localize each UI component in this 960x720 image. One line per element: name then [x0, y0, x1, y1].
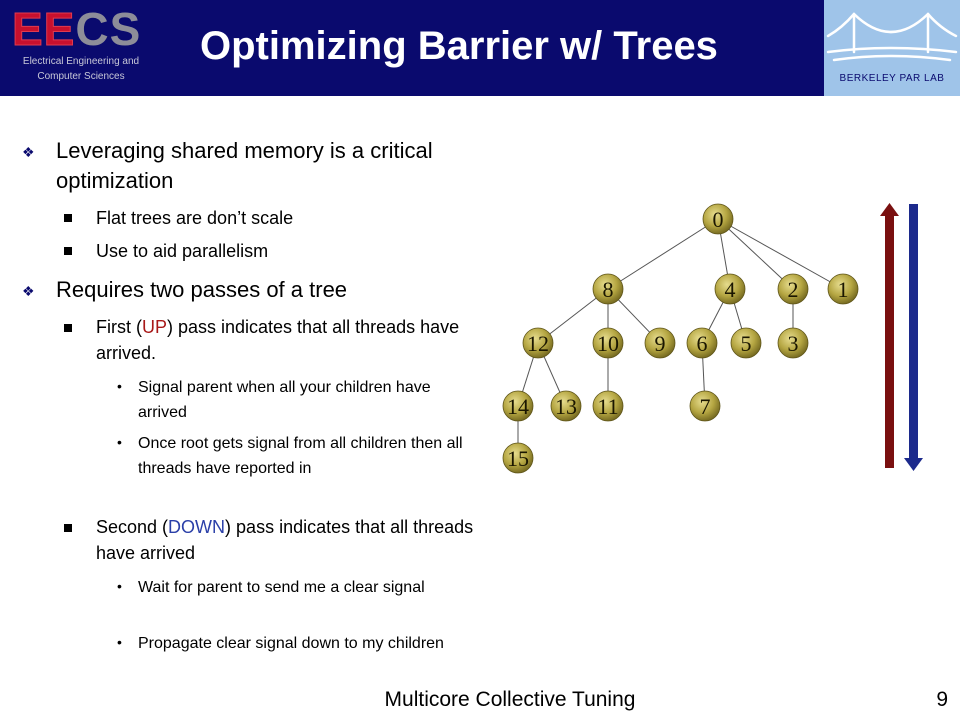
tree-node-0: 0 [702, 203, 734, 235]
dot-bullet-icon: • [117, 578, 122, 594]
tree-node-label: 6 [697, 331, 708, 356]
tree-node-5: 5 [730, 327, 762, 359]
tree-node-13: 13 [550, 390, 582, 422]
tree-node-label: 10 [597, 331, 619, 356]
tree-node-12: 12 [522, 327, 554, 359]
tree-node-label: 3 [788, 331, 799, 356]
tree-node-label: 15 [507, 446, 529, 471]
lab-name: BERKELEY PAR LAB [839, 73, 945, 84]
slide-title: Optimizing Barrier w/ Trees [200, 24, 718, 68]
down-keyword: DOWN [168, 517, 226, 537]
tree-node-label: 12 [527, 331, 549, 356]
tree-node-14: 14 [502, 390, 534, 422]
bridge-icon [826, 12, 958, 62]
down-arrow-head [904, 458, 923, 471]
eecs-logo: EECS Electrical Engineering and Computer… [8, 4, 154, 88]
square-bullet-icon [64, 324, 72, 332]
eecs-logo-wordmark: EECS [11, 3, 142, 55]
up-arrow-head [880, 203, 899, 216]
up-pass-arrow [880, 203, 899, 468]
page-number: 9 [936, 688, 948, 711]
tree-node-label: 1 [838, 277, 849, 302]
tree-node-15: 15 [502, 442, 534, 474]
tree-node-1: 1 [827, 273, 859, 305]
square-bullet-icon [64, 247, 72, 255]
tree-node-label: 9 [655, 331, 666, 356]
tree-node-label: 11 [597, 394, 618, 419]
tree-node-label: 2 [788, 277, 799, 302]
footer-title: Multicore Collective Tuning [384, 688, 636, 711]
tree-node-8: 8 [592, 273, 624, 305]
tree-node-7: 7 [689, 390, 721, 422]
dot-bullet-icon: • [117, 378, 122, 394]
tree-node-label: 4 [725, 277, 736, 302]
down-pass-arrow [904, 204, 923, 471]
sub-bullet-down-pass: Second (DOWN) pass indicates that all th… [96, 517, 474, 563]
tree-node-label: 13 [555, 394, 577, 419]
detail-root-signal: Once root gets signal from all children … [138, 435, 463, 477]
bullet-leveraging: Leveraging shared memory is a critical o… [56, 138, 433, 193]
detail-signal-parent: Signal parent when all your children hav… [138, 379, 431, 421]
down-arrow-shaft [909, 204, 918, 458]
header-bar: EECS Electrical Engineering and Computer… [0, 0, 960, 96]
square-bullet-icon [64, 214, 72, 222]
tree-node-11: 11 [592, 390, 624, 422]
sub-bullet-flat-trees: Flat trees are don’t scale [96, 208, 294, 228]
tree-node-label: 5 [741, 331, 752, 356]
tree-node-2: 2 [777, 273, 809, 305]
tree-node-6: 6 [686, 327, 718, 359]
tree-node-3: 3 [777, 327, 809, 359]
tree-node-9: 9 [644, 327, 676, 359]
bullet-two-passes: Requires two passes of a tree [56, 277, 348, 302]
dot-bullet-icon: • [117, 634, 122, 650]
eecs-logo-subtitle: Electrical Engineering and Computer Scie… [22, 56, 140, 82]
dot-bullet-icon: • [117, 434, 122, 450]
par-lab-logo: BERKELEY PAR LAB [824, 0, 960, 96]
tree-node-label: 14 [507, 394, 529, 419]
up-arrow-shaft [885, 216, 894, 468]
square-bullet-icon [64, 524, 72, 532]
tree-node-label: 7 [700, 394, 711, 419]
diamond-bullet-icon: ❖ [22, 283, 35, 299]
tree-node-4: 4 [714, 273, 746, 305]
detail-wait-parent: Wait for parent to send me a clear signa… [138, 579, 425, 596]
tree-node-label: 8 [603, 277, 614, 302]
sub-bullet-parallelism: Use to aid parallelism [96, 241, 269, 261]
sub-bullet-up-pass: First (UP) pass indicates that all threa… [96, 317, 460, 363]
diamond-bullet-icon: ❖ [22, 144, 35, 160]
up-keyword: UP [141, 317, 167, 337]
detail-propagate: Propagate clear signal down to my childr… [138, 635, 444, 652]
tree-node-label: 0 [713, 207, 724, 232]
tree-node-10: 10 [592, 327, 624, 359]
